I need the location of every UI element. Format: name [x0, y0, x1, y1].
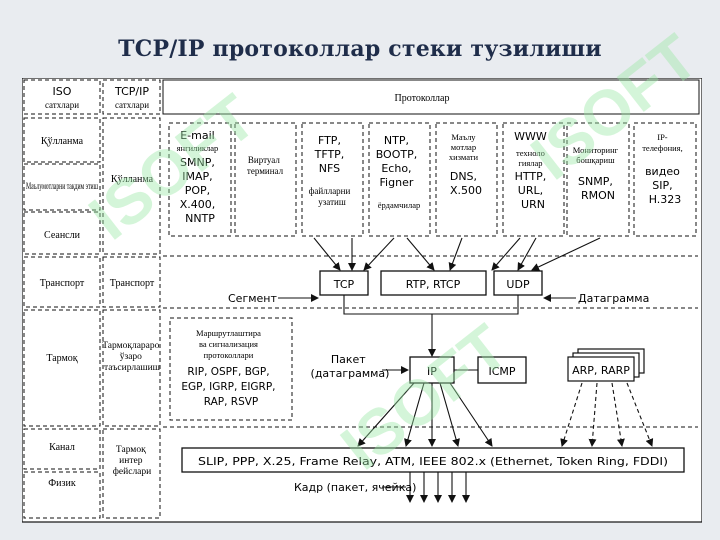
app-group-monitoring-box [566, 122, 630, 237]
rtp-label: RTP, RTCP [406, 278, 461, 291]
protocols-header-label: Протоколлар [395, 93, 450, 104]
ip-label: IP [427, 365, 437, 378]
app-group-www-box [502, 122, 565, 237]
app-group-monitoring-text: Мониторинг бошқариш SNMP, RMON [573, 138, 623, 202]
app-group-iptel-box [633, 122, 697, 237]
segment-label: Сегмент [228, 292, 277, 305]
iso-level-datalink: Канал [49, 442, 75, 453]
app-group-www-text: WWW техноло гиялар HTTP, URL, URN [514, 125, 552, 211]
tcpip-level-internet: Тармоқлараро ўзаро таъсирлашиш [102, 341, 162, 373]
frame-arrows [406, 472, 470, 503]
iso-level-transport: Транспорт [40, 278, 85, 289]
iso-level-presentation: Маълумотларни тақдим этиш [26, 181, 98, 191]
arp-to-link-arrows [560, 382, 654, 447]
app-group-terminal-text: Виртуал терминал [247, 155, 284, 176]
icmp-box [477, 356, 527, 384]
iso-level-network: Тармоқ [46, 353, 77, 364]
tcpip-header-subtitle: сатхлари [115, 100, 149, 110]
app-group-email-box [168, 122, 232, 237]
iso-level-session: Сеансли [44, 230, 81, 241]
datagram-label: Датаграмма [578, 292, 649, 305]
udp-label: UDP [506, 278, 530, 291]
frame-label: Кадр (пакет, ячейка) [294, 481, 416, 494]
tcpip-column [102, 79, 161, 519]
app-group-dns-text: Маълу мотлар хизмати DNS, X.500 [449, 125, 483, 197]
routing-text: Маршрутлаштира ва сигнализация протоколл… [181, 321, 280, 408]
iso-header-subtitle: сатхлари [45, 100, 79, 110]
link-bar-label: SLIP, PPP, X.25, Frame Relay, ATM, IEEE … [198, 456, 668, 468]
tcp-label: TCP [333, 278, 355, 291]
tcpip-level-interface: Тармоқ интер фейслари [113, 445, 151, 477]
app-group-ftp-box [301, 122, 364, 237]
tcpip-header-title: TCP/IP [114, 85, 149, 98]
protocols-header [162, 79, 700, 115]
ip-to-link-arrows [357, 382, 493, 447]
tcpip-level-transport: Транспорт [110, 278, 155, 289]
app-group-dns-box [435, 122, 498, 237]
app-group-ntp-box [368, 122, 431, 237]
iso-column [23, 79, 101, 519]
app-group-email-text: E-mail янгиликлар SMNP, IMAP, POP, X.400… [177, 124, 224, 225]
app-group-ftp-text: FTP, TFTP, NFS файлларни узатиш [309, 129, 356, 207]
slide-title: TCP/IP протоколлар стеки тузилиши [118, 36, 602, 62]
tcpip-level-application: Қўлланма [111, 174, 154, 185]
iso-level-application: Қўлланма [41, 136, 84, 147]
packet-label: Пакет (датаграмма) [311, 353, 390, 380]
app-group-ntp-text: NTP, BOOTP, Echo, Figner ёрдамчилар [376, 129, 423, 210]
app-group-terminal-box [234, 122, 297, 237]
arp-label: ARP, RARP [572, 364, 630, 377]
transport-to-ip-lines [343, 295, 519, 357]
link-bar [181, 447, 685, 473]
iso-level-physical: Физик [48, 478, 76, 489]
tcp-box [319, 270, 369, 296]
icmp-label: ICMP [488, 365, 515, 378]
iso-header-title: ISO [53, 85, 72, 98]
app-to-transport-arrows [313, 237, 601, 271]
app-group-iptel-text: IP- телефония, видео SIP, H.323 [642, 125, 688, 206]
tcpip-stack-diagram: ISO сатхлари TCP/IP сатхлари Протоколлар… [22, 78, 702, 523]
arp-stack [567, 348, 645, 382]
rtp-box [380, 270, 487, 296]
